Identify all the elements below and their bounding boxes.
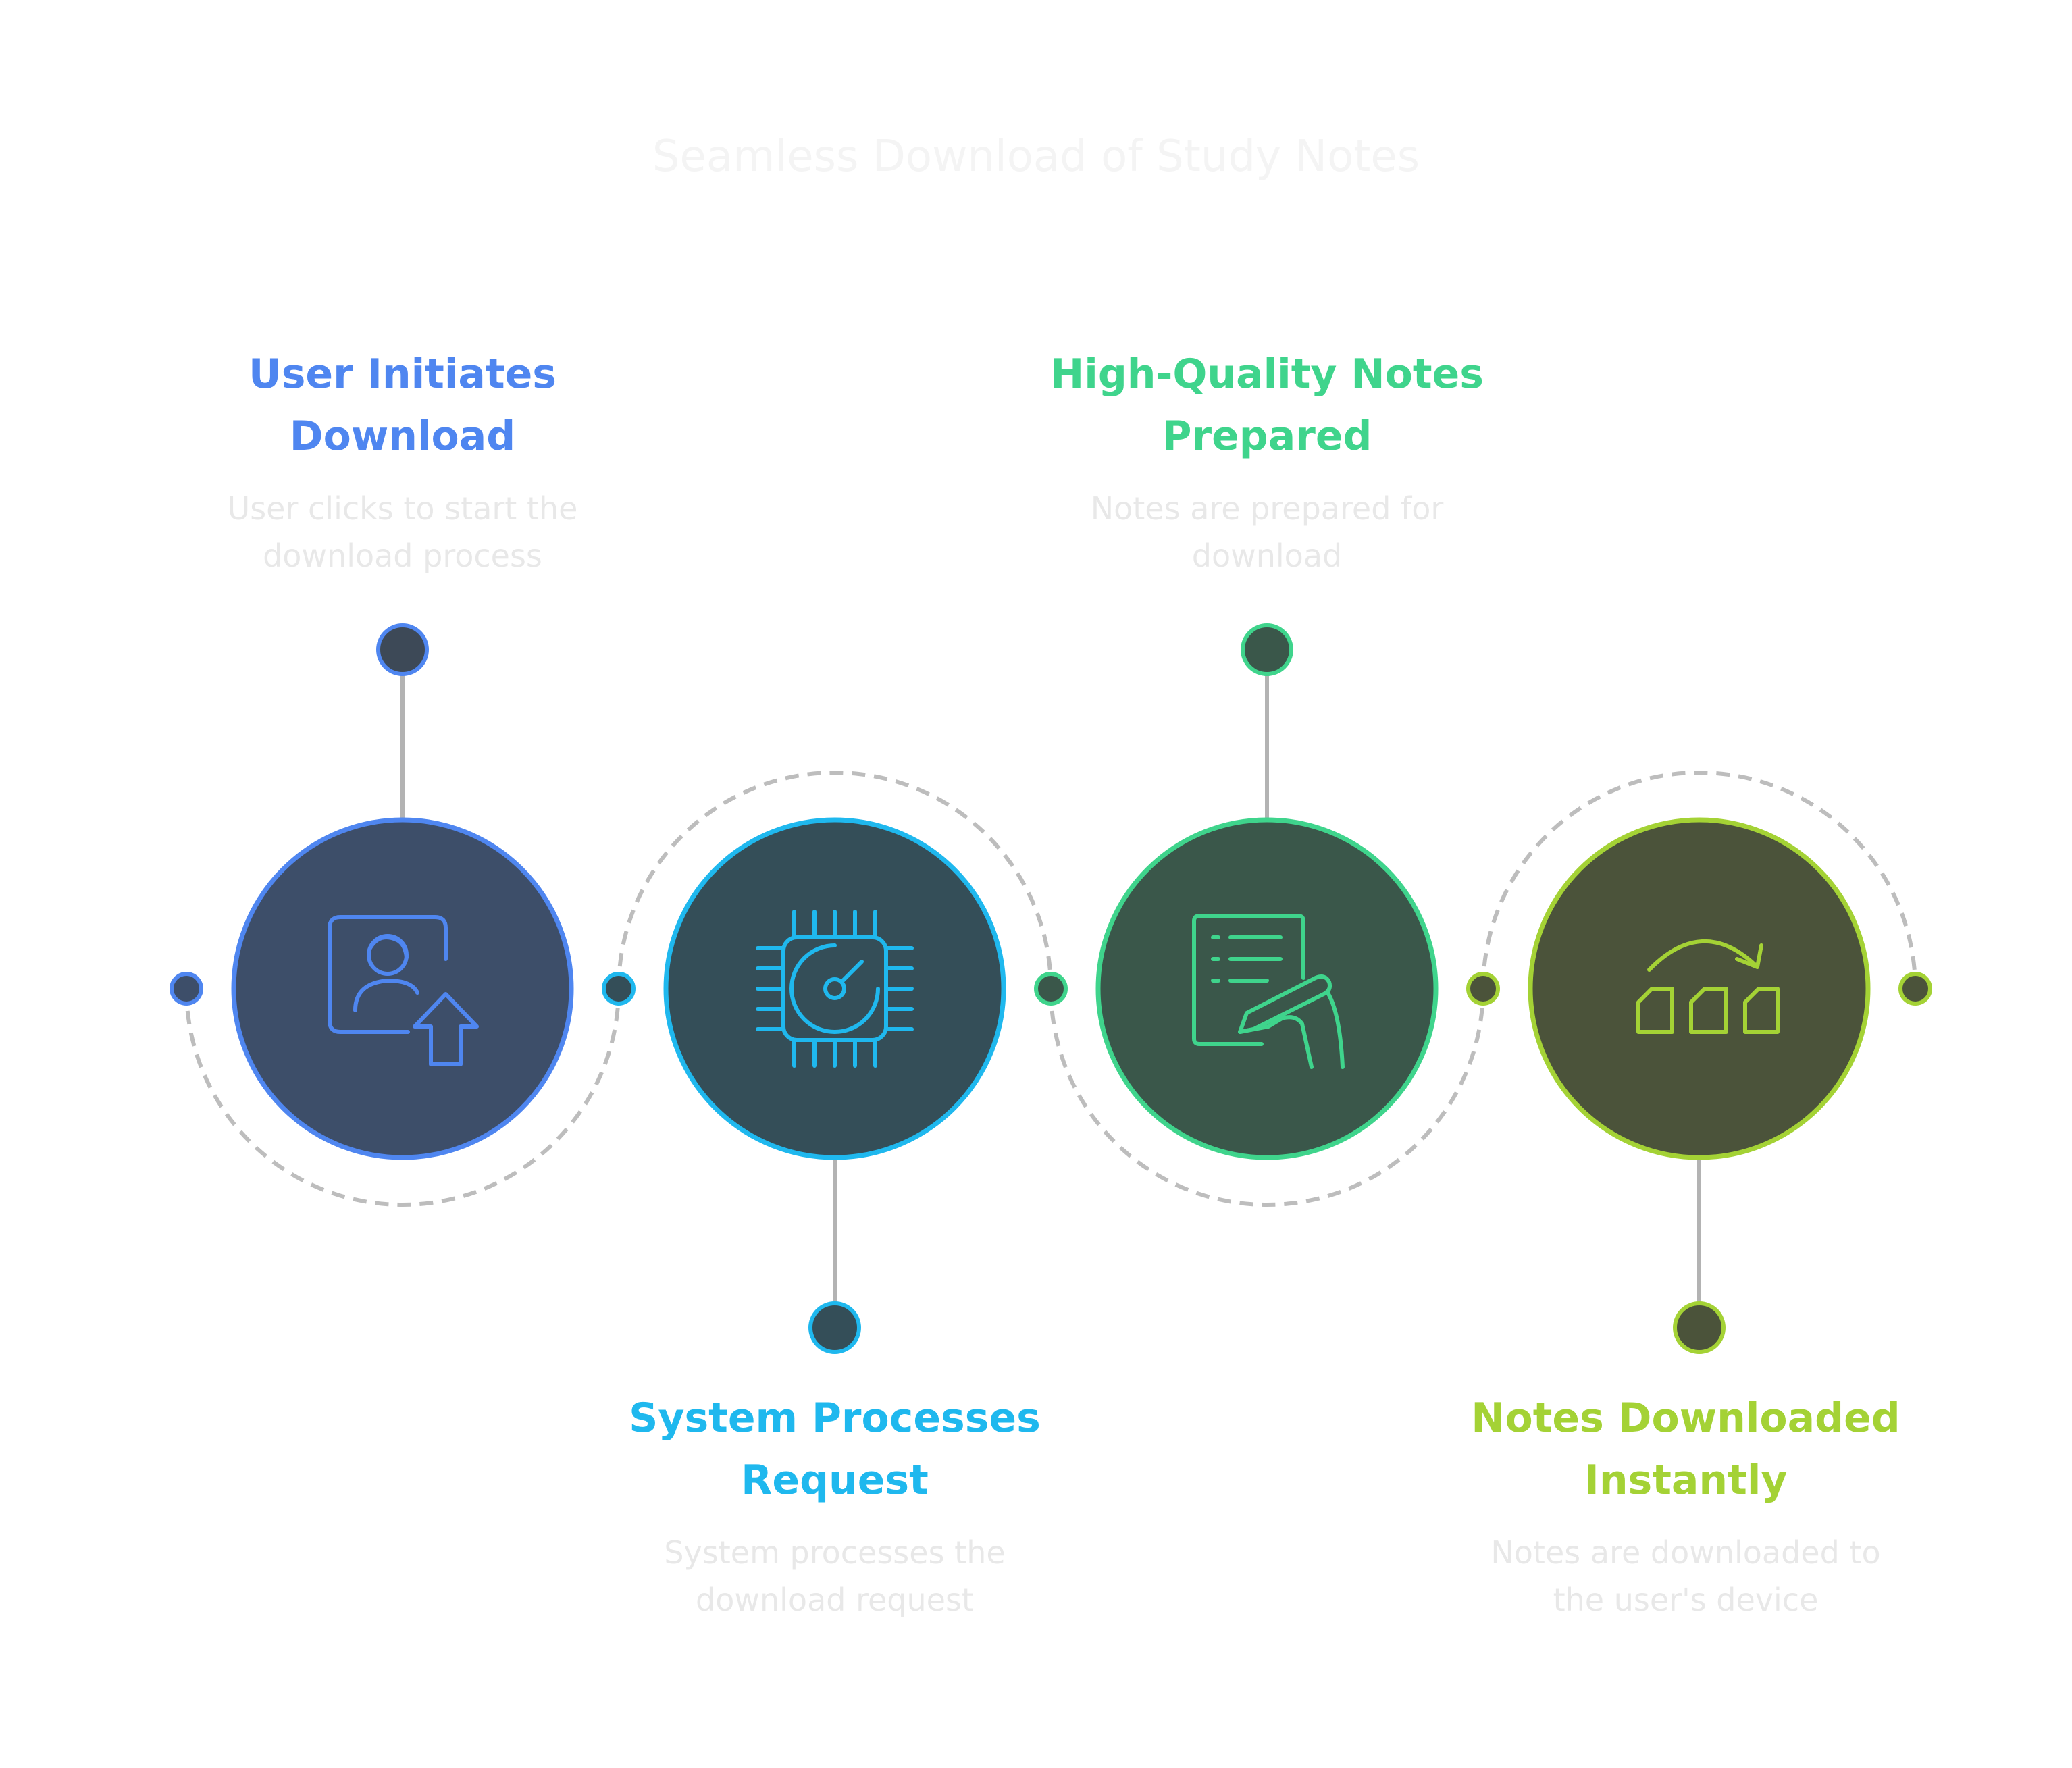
step-3-title-line-2: Prepared [1162, 413, 1372, 460]
step-circle-4 [1528, 817, 1871, 1160]
step-2-desc-line-2: download request [696, 1582, 974, 1618]
step-2-label: System Processes Request System processe… [598, 1387, 1071, 1623]
step-3-label: High-Quality Notes Prepared Notes are pr… [1010, 343, 1524, 579]
step-3-title-line-1: High-Quality Notes [1050, 350, 1484, 398]
axis-dot-2 [602, 972, 636, 1006]
step-1-title-line-1: User Initiates [248, 350, 557, 398]
step-circle-3 [1095, 817, 1439, 1160]
step-4-title-line-2: Instantly [1584, 1457, 1788, 1504]
step-circles [231, 817, 1871, 1160]
pin-4 [1673, 1301, 1726, 1354]
step-1-desc-line-1: User clicks to start the [227, 490, 578, 527]
step-1-desc-line-2: download process [263, 538, 542, 574]
arc-2-top [617, 771, 1053, 989]
step-3-desc-line-2: download [1191, 538, 1343, 574]
pin-2 [808, 1301, 861, 1354]
step-2-title-line-2: Request [741, 1457, 929, 1504]
step-2-desc-line-1: System processes the [664, 1534, 1006, 1571]
step-3-desc-line-1: Notes are prepared for [1090, 490, 1444, 527]
dashed-arcs [184, 771, 1917, 1207]
step-4-label: Notes Downloaded Instantly Notes are dow… [1436, 1387, 1936, 1623]
arc-1-bottom [184, 988, 621, 1207]
axis-dots [170, 972, 1932, 1006]
document-writing-icon [1192, 914, 1345, 1069]
axis-dot-4 [1466, 972, 1500, 1006]
user-upload-icon [328, 915, 479, 1066]
processor-chip-icon [756, 910, 914, 1068]
step-4-desc-line-1: Notes are downloaded to [1491, 1534, 1881, 1571]
arc-3-bottom [1049, 988, 1485, 1207]
step-1-label: User Initiates Download User clicks to s… [200, 343, 605, 579]
axis-dot-5 [1898, 972, 1932, 1006]
pin-1 [376, 623, 429, 676]
pin-3 [1241, 623, 1293, 676]
connector-lines [400, 675, 1701, 1303]
diagram-title: Seamless Download of Study Notes [652, 132, 1420, 182]
step-2-title-line-1: System Processes [629, 1395, 1041, 1442]
step-4-desc-line-2: the user's device [1553, 1582, 1819, 1618]
step-circle-1 [231, 817, 574, 1160]
step-1-title-line-2: Download [289, 413, 516, 460]
pins [376, 623, 1726, 1354]
step-4-title-line-1: Notes Downloaded [1471, 1395, 1900, 1442]
axis-dot-1 [170, 972, 203, 1006]
step-circle-2 [663, 817, 1006, 1160]
arc-4-top [1481, 771, 1917, 989]
transfer-blocks-icon [1636, 939, 1780, 1034]
axis-dot-3 [1034, 972, 1068, 1006]
